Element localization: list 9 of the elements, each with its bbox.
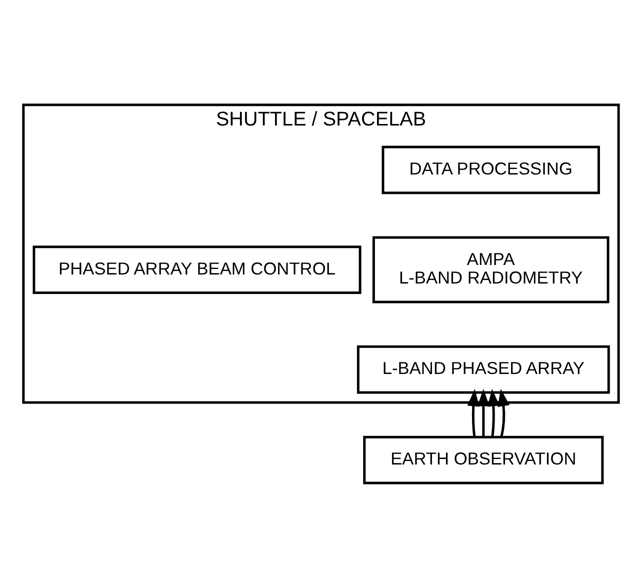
arrow (498, 388, 510, 437)
arrow (487, 388, 500, 436)
node-box: AMPA L-BAND RADIOMETRY (372, 236, 610, 303)
node-box: L-BAND PHASED ARRAY (356, 344, 610, 394)
node-box: PHASED ARRAY BEAM CONTROL (32, 245, 362, 294)
arrow (477, 388, 490, 436)
arrow (467, 388, 480, 436)
node-box: EARTH OBSERVATION (363, 435, 604, 484)
node-box: DATA PROCESSING (382, 145, 600, 194)
